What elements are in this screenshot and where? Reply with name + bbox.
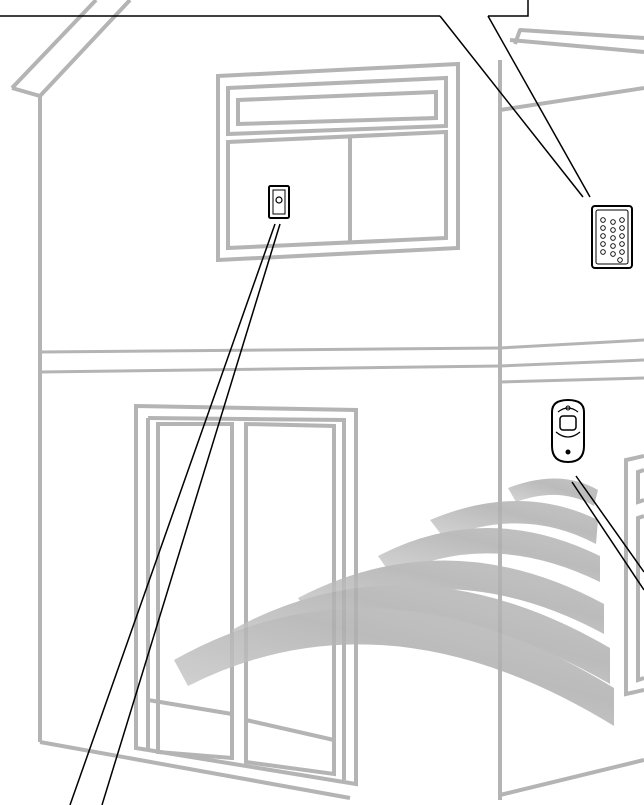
- upper-window: [216, 61, 460, 263]
- right-window: [624, 454, 644, 697]
- motion-sensor-icon: [551, 398, 585, 464]
- keypad-icon: [591, 205, 633, 269]
- sensor-callout-right: [101, 223, 281, 805]
- contact-sensor-icon: [268, 185, 290, 219]
- motion-callout-bottom: [571, 481, 644, 591]
- motion-callout-top: [575, 475, 644, 573]
- sensor-callout-left: [69, 223, 276, 805]
- house-walls: [10, 0, 644, 800]
- motion-detection-waves: [174, 478, 614, 726]
- floor-divider: [39, 338, 644, 384]
